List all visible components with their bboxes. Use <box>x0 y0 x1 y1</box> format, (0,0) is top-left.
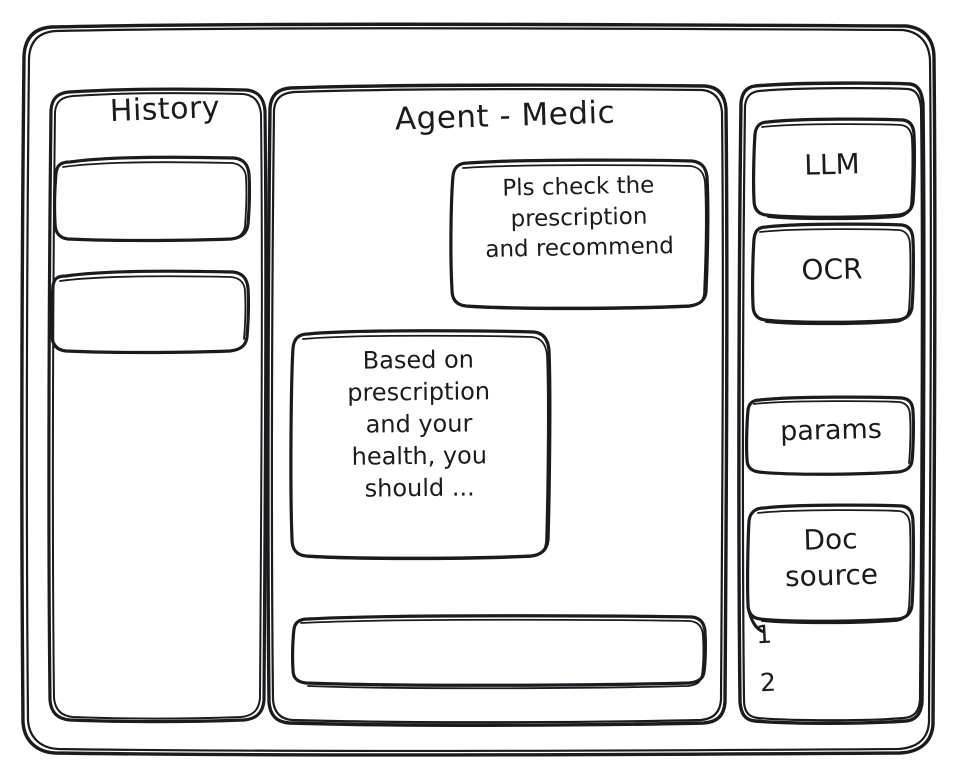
history-item[interactable] <box>52 270 249 353</box>
tool-button-params[interactable] <box>746 396 914 476</box>
tool-button-llm[interactable] <box>753 118 915 219</box>
agent-message-bubble[interactable] <box>291 329 550 559</box>
history-item[interactable] <box>55 156 250 240</box>
composer-input[interactable] <box>292 614 706 687</box>
tool-button-ocr[interactable] <box>752 223 914 324</box>
tool-button-doc-source[interactable] <box>747 504 914 624</box>
user-message-bubble[interactable] <box>451 159 708 310</box>
